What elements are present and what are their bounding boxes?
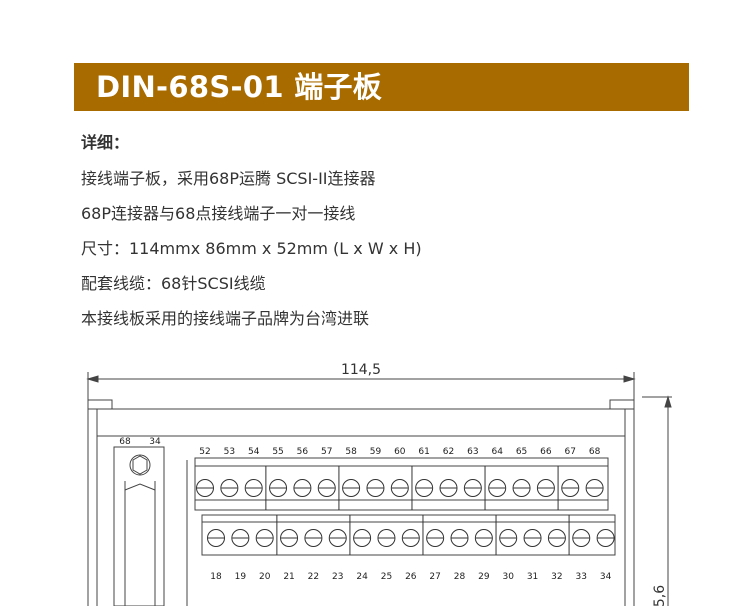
technical-drawing: 114,5 5,6 68 34 52 53 54 55 56 57 58 59 60 61 62 63… [0,350,750,606]
top-pin-label-62: 62 [443,447,454,457]
top-pin-label-54: 54 [248,447,260,457]
bottom-pin-label-27: 27 [429,572,440,582]
title-banner: DIN-68S-01 端子板 [74,63,689,111]
connector-label-34: 34 [149,437,161,447]
connector-label-68: 68 [119,437,131,447]
bottom-pin-label-26: 26 [405,572,417,582]
top-pin-label-59: 59 [370,447,382,457]
bottom-pin-label-19: 19 [235,572,247,582]
top-pin-label-65: 65 [516,447,527,457]
top-pin-label-58: 58 [345,447,357,457]
top-pin-label-53: 53 [224,447,235,457]
terminal-board-drawing: 114,5 5,6 68 34 52 53 54 55 56 57 58 59 60 61 62 63… [86,362,672,606]
top-pin-label-68: 68 [589,447,601,457]
top-pin-row: 52 53 54 55 56 57 58 59 60 61 62 63 64 65 66 67 68 [196,447,604,510]
bottom-pin-label-31: 31 [527,572,538,582]
bottom-pin-label-18: 18 [210,572,222,582]
top-pin-label-57: 57 [321,447,332,457]
top-pin-label-55: 55 [272,447,283,457]
bottom-pin-label-24: 24 [356,572,368,582]
bottom-pin-label-20: 20 [259,572,271,582]
side-dimension-label: 5,6 [652,585,668,606]
details-section: 详细： 接线端子板，采用68P运腾 SCSI-II连接器 68P连接器与68点接… [81,128,681,339]
width-dimension-label: 114,5 [341,362,381,378]
detail-line-cable: 配套线缆：68针SCSI线缆 [81,274,266,293]
bottom-pin-label-34: 34 [600,572,612,582]
top-pin-label-64: 64 [491,447,503,457]
top-pin-label-67: 67 [565,447,576,457]
detail-line-description: 接线端子板，采用68P运腾 SCSI-II连接器 [81,169,376,188]
bottom-pin-row: 18 19 20 21 22 23 24 25 26 27 28 29 30 31 32 33 34 [207,515,615,582]
top-pin-label-52: 52 [199,447,210,457]
bottom-pin-label-23: 23 [332,572,343,582]
detail-line-dimensions: 尺寸：114mmx 86mm x 52mm (L x W x H) [81,239,422,258]
top-pin-label-63: 63 [467,447,478,457]
page-title: DIN-68S-01 端子板 [96,70,383,104]
top-pin-label-66: 66 [540,447,552,457]
bottom-pin-label-29: 29 [478,572,490,582]
bottom-pin-label-28: 28 [454,572,466,582]
bottom-pin-label-21: 21 [283,572,294,582]
top-pin-label-61: 61 [418,447,429,457]
bottom-pin-label-32: 32 [551,572,562,582]
bottom-pin-label-22: 22 [308,572,319,582]
top-pin-label-60: 60 [394,447,406,457]
bottom-pin-label-30: 30 [502,572,514,582]
top-pin-label-56: 56 [297,447,309,457]
bottom-pin-label-33: 33 [576,572,587,582]
bottom-pin-label-25: 25 [381,572,392,582]
detail-line-brand: 本接线板采用的接线端子品牌为台湾进联 [81,309,370,328]
detail-line-wiring: 68P连接器与68点接线端子一对一接线 [81,204,356,223]
details-heading: 详细： [81,133,130,152]
